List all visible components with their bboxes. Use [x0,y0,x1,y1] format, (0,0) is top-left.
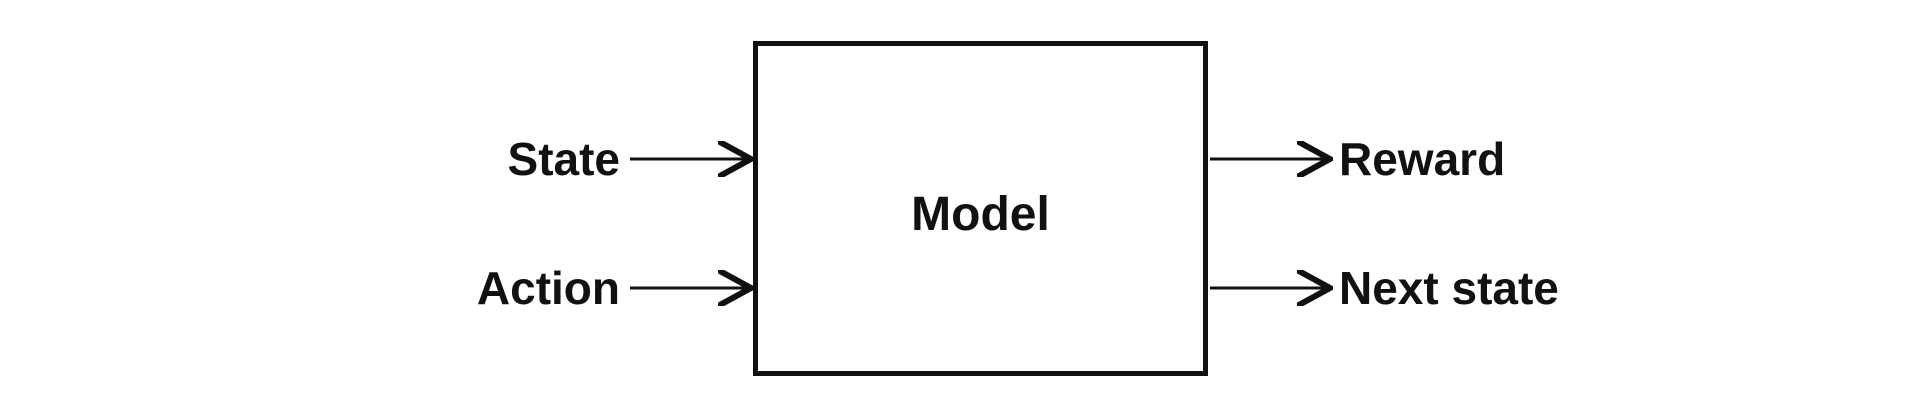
input-label-state: State [507,133,620,185]
output-label-reward: Reward [1339,133,1506,185]
output-label-next-state: Next state [1339,262,1559,314]
model-box: Model [753,41,1208,376]
input-label-action: Action [476,262,620,314]
model-label: Model [911,188,1050,241]
